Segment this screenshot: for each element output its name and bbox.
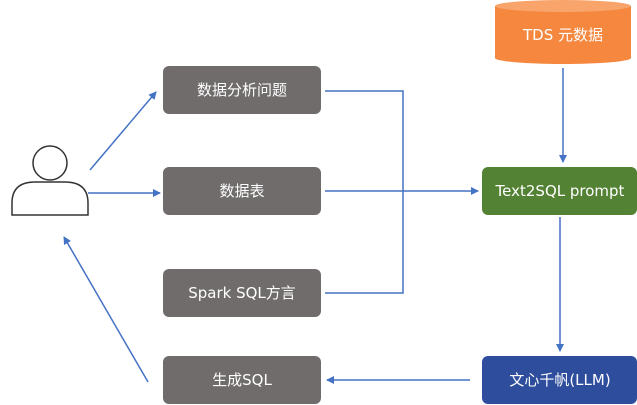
generated-sql-box: 生成SQL bbox=[163, 356, 321, 404]
question-box: 数据分析问题 bbox=[163, 66, 321, 114]
dialect-label: Spark SQL方言 bbox=[188, 284, 296, 302]
arrow-sql-to-user bbox=[63, 236, 149, 383]
user-icon bbox=[11, 145, 89, 216]
llm-label: 文心千帆(LLM) bbox=[509, 371, 610, 389]
tables-label: 数据表 bbox=[219, 182, 264, 200]
metadata-database: TDS 元数据 bbox=[495, 0, 631, 64]
question-label: 数据分析问题 bbox=[197, 81, 287, 99]
prompt-box: Text2SQL prompt bbox=[482, 167, 637, 215]
dialect-box: Spark SQL方言 bbox=[163, 269, 321, 317]
connector-dialect bbox=[325, 191, 404, 294]
generated-sql-label: 生成SQL bbox=[212, 371, 272, 389]
prompt-label: Text2SQL prompt bbox=[495, 182, 625, 200]
metadata-label: TDS 元数据 bbox=[522, 26, 603, 44]
llm-box: 文心千帆(LLM) bbox=[482, 356, 637, 404]
arrow-user-to-question bbox=[89, 91, 157, 171]
tables-box: 数据表 bbox=[163, 167, 321, 215]
connector-question bbox=[325, 90, 404, 191]
